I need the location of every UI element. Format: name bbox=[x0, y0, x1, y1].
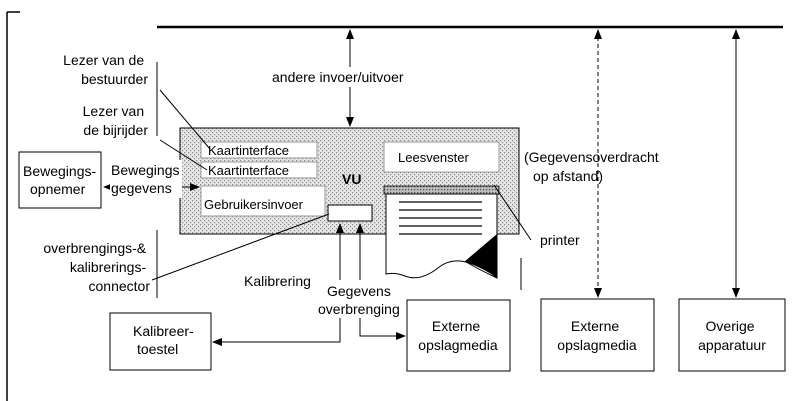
printer-label: printer bbox=[540, 232, 580, 248]
calibration-label: Kalibrering bbox=[244, 273, 311, 289]
external-storage-1-label: Externe opslagmedia bbox=[418, 318, 498, 353]
andere-io-label: andere invoer/uitvoer bbox=[272, 69, 404, 85]
remote-transfer-label: (Gegevensoverdracht op afstand) bbox=[524, 149, 663, 184]
user-input bbox=[200, 185, 326, 217]
codriver-reader-leader bbox=[159, 139, 208, 171]
vu-label: VU bbox=[342, 171, 361, 187]
data-transfer-arrow bbox=[356, 223, 406, 340]
card-interface-1-label: Kaartinterface bbox=[208, 143, 289, 158]
motion-sensor-box bbox=[18, 151, 102, 209]
calibration-device-label: Kalibreer- toestel bbox=[133, 323, 198, 357]
user-input-label: Gebruikersinvoer bbox=[204, 197, 304, 212]
external-storage-2-label: Externe opslagmedia bbox=[557, 318, 637, 353]
printer-slot bbox=[383, 185, 500, 195]
connector-label: overbrengings-& kalibrerings- connector bbox=[43, 240, 150, 294]
printer-leader bbox=[493, 184, 532, 241]
driver-reader-leader bbox=[159, 89, 211, 150]
data-transfer-label: Gegevens overbrenging bbox=[318, 283, 400, 317]
external-storage-1-box bbox=[406, 299, 511, 372]
driver-reader-label: Lezer van de bestuurder bbox=[63, 52, 148, 87]
other-equipment-label: Overige apparatuur bbox=[698, 318, 766, 353]
motion-sensor-label: Bewegings- opnemer bbox=[23, 163, 100, 197]
other-equipment-box bbox=[678, 298, 786, 372]
card-interface-1 bbox=[200, 141, 318, 159]
calibration-arrow bbox=[212, 223, 344, 346]
paper-tear bbox=[464, 234, 497, 278]
motion-data-label: Bewegings gegevens bbox=[111, 162, 183, 196]
card-interface-2 bbox=[200, 161, 318, 179]
card-interface-2-label: Kaartinterface bbox=[208, 163, 289, 178]
printout-lines bbox=[399, 201, 482, 235]
connector-port bbox=[327, 204, 373, 222]
display-window-label: Leesvenster bbox=[398, 150, 469, 165]
codriver-reader-label: Lezer van de bijrijder bbox=[83, 103, 149, 138]
external-storage-2-box bbox=[540, 298, 655, 372]
display-window bbox=[383, 141, 500, 173]
calibration-device-box bbox=[109, 312, 212, 371]
